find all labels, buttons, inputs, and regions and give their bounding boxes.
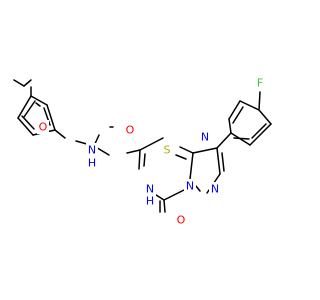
bond [23, 100, 36, 118]
bond [216, 147, 221, 175]
bond [249, 123, 272, 146]
pyrazole-nitrogen-2-atom: N [209, 182, 221, 196]
pyrazole-nitrogen-2-label: N [211, 183, 219, 196]
bond [228, 118, 232, 134]
bond [35, 102, 41, 107]
thioether-sulfur-atom: S [161, 143, 173, 157]
carbonyl-oxygen-label: O [126, 124, 135, 137]
pyrazole-nitrogen-1-atom: N [184, 179, 196, 193]
fluorine-atom: F [254, 76, 266, 90]
carbonyl-oxygen-atom: O [124, 123, 136, 137]
bond [175, 154, 187, 160]
bond [189, 152, 194, 180]
bond [13, 79, 25, 87]
chemical-structure: F O N H O S N N H [13, 76, 272, 227]
bond [21, 115, 35, 130]
triazine-nitrogen-top-label: N [201, 131, 209, 144]
triazine-hydrogen-label: H [146, 195, 154, 208]
amide-nh: N H [86, 143, 98, 170]
bond [163, 199, 166, 213]
bond [195, 185, 201, 192]
bond [179, 146, 194, 154]
bond [239, 100, 260, 111]
methoxy-oxygen-atom: O [37, 120, 49, 134]
triazine-nitrogen-nh-label: N [146, 183, 154, 196]
bond [17, 117, 34, 136]
bond [258, 109, 272, 125]
ring-oxo-oxygen-label: O [177, 214, 186, 227]
thioether-sulfur-label: S [164, 144, 171, 157]
bond [232, 106, 244, 124]
bond [46, 104, 56, 131]
bond [143, 153, 146, 167]
bond [126, 149, 141, 154]
bond [54, 129, 66, 139]
atom-label-layer: F O N H O S N N H [37, 76, 266, 227]
bond [251, 123, 267, 139]
triazine-nitrogen-top-atom: N [199, 130, 211, 144]
pyrazole-nitrogen-1-label: N [186, 180, 194, 193]
bond [258, 91, 261, 111]
methoxy-oxygen-label: O [39, 121, 48, 134]
fluorine-label: F [257, 77, 263, 90]
bond [17, 95, 32, 119]
bond [228, 100, 241, 120]
bond [30, 95, 48, 106]
bond [192, 147, 218, 154]
ring-oxo-oxygen-atom: O [175, 213, 187, 227]
bond [216, 132, 232, 149]
bond [221, 152, 225, 172]
bond-layer [13, 79, 272, 213]
bond [233, 137, 250, 140]
bond [23, 79, 32, 87]
triazine-nh: N H [144, 182, 156, 208]
amide-hydrogen-label: H [88, 157, 96, 170]
bond [138, 149, 141, 170]
bond [163, 189, 185, 201]
amide-nitrogen-label: N [88, 144, 96, 157]
bond [139, 137, 164, 151]
